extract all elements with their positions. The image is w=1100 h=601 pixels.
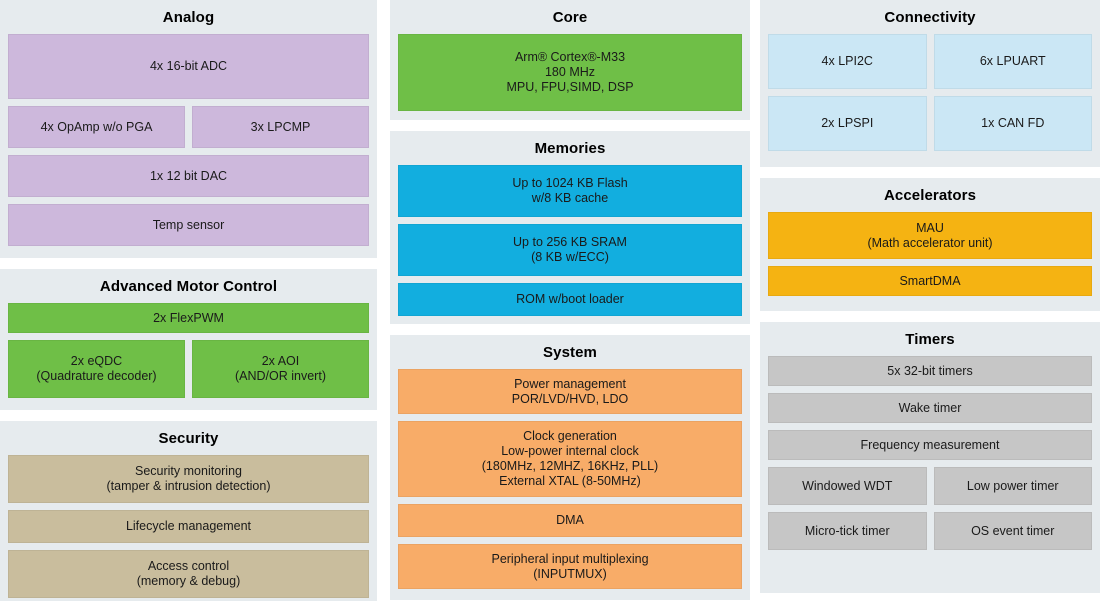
timers-row-1: Windowed WDT Low power timer	[768, 467, 1092, 505]
security-blocks: Security monitoring (tamper & intrusion …	[8, 455, 369, 598]
right-column: Connectivity 4x LPI2C 6x LPUART 2x LPSPI…	[760, 0, 1100, 593]
block-opamp[interactable]: 4x OpAmp w/o PGA	[8, 106, 185, 148]
group-analog: Analog 4x 16-bit ADC 4x OpAmp w/o PGA 3x…	[0, 0, 377, 258]
block-os-event-timer[interactable]: OS event timer	[933, 512, 1092, 550]
block-mau[interactable]: MAU (Math accelerator unit)	[768, 212, 1092, 259]
block-rom[interactable]: ROM w/boot loader	[398, 283, 742, 316]
group-title-timers: Timers	[905, 331, 955, 348]
block-eqdc[interactable]: 2x eQDC (Quadrature decoder)	[8, 340, 185, 398]
motor-row-eqdc-aoi: 2x eQDC (Quadrature decoder) 2x AOI (AND…	[8, 340, 369, 398]
block-power-management[interactable]: Power management POR/LVD/HVD, LDO	[398, 369, 742, 414]
block-cpu[interactable]: Arm® Cortex®-M33 180 MHz MPU, FPU,SIMD, …	[398, 34, 742, 111]
block-aoi[interactable]: 2x AOI (AND/OR invert)	[192, 340, 369, 398]
left-column: Analog 4x 16-bit ADC 4x OpAmp w/o PGA 3x…	[0, 0, 377, 601]
block-temp-sensor[interactable]: Temp sensor	[8, 204, 369, 246]
group-title-advanced-motor-control: Advanced Motor Control	[99, 278, 278, 295]
analog-row-opamp-lpcmp: 4x OpAmp w/o PGA 3x LPCMP	[8, 106, 369, 148]
connectivity-blocks: 4x LPI2C 6x LPUART 2x LPSPI 1x CAN FD	[768, 34, 1092, 159]
block-lpcmp[interactable]: 3x LPCMP	[192, 106, 369, 148]
accelerators-blocks: MAU (Math accelerator unit) SmartDMA	[768, 212, 1092, 303]
block-micro-tick-timer[interactable]: Micro-tick timer	[768, 512, 927, 550]
block-dac[interactable]: 1x 12 bit DAC	[8, 155, 369, 197]
group-accelerators: Accelerators MAU (Math accelerator unit)…	[760, 178, 1100, 311]
core-blocks: Arm® Cortex®-M33 180 MHz MPU, FPU,SIMD, …	[398, 34, 742, 112]
group-security: Security Security monitoring (tamper & i…	[0, 421, 377, 601]
timers-blocks: 5x 32-bit timers Wake timer Frequency me…	[768, 356, 1092, 585]
block-sram[interactable]: Up to 256 KB SRAM (8 KB w/ECC)	[398, 224, 742, 276]
block-inputmux[interactable]: Peripheral input multiplexing (INPUTMUX)	[398, 544, 742, 589]
group-advanced-motor-control: Advanced Motor Control 2x FlexPWM 2x eQD…	[0, 269, 377, 410]
group-timers: Timers 5x 32-bit timers Wake timer Frequ…	[760, 322, 1100, 593]
block-low-power-timer[interactable]: Low power timer	[933, 467, 1092, 505]
group-title-security: Security	[158, 430, 219, 447]
block-dma[interactable]: DMA	[398, 504, 742, 537]
group-memories: Memories Up to 1024 KB Flash w/8 KB cach…	[390, 131, 750, 324]
block-windowed-wdt[interactable]: Windowed WDT	[768, 467, 927, 505]
block-smartdma[interactable]: SmartDMA	[768, 266, 1092, 296]
block-lifecycle-management[interactable]: Lifecycle management	[8, 510, 369, 543]
group-title-core: Core	[552, 9, 588, 26]
motor-control-blocks: 2x FlexPWM 2x eQDC (Quadrature decoder) …	[8, 303, 369, 402]
connectivity-row-1: 4x LPI2C 6x LPUART	[768, 34, 1092, 89]
group-connectivity: Connectivity 4x LPI2C 6x LPUART 2x LPSPI…	[760, 0, 1100, 167]
block-wake-timer[interactable]: Wake timer	[768, 393, 1092, 423]
memories-blocks: Up to 1024 KB Flash w/8 KB cache Up to 2…	[398, 165, 742, 316]
block-lpspi[interactable]: 2x LPSPI	[768, 96, 927, 151]
group-title-memories: Memories	[534, 140, 606, 157]
block-can-fd[interactable]: 1x CAN FD	[933, 96, 1092, 151]
block-32bit-timers[interactable]: 5x 32-bit timers	[768, 356, 1092, 386]
analog-blocks: 4x 16-bit ADC 4x OpAmp w/o PGA 3x LPCMP …	[8, 34, 369, 250]
connectivity-row-2: 2x LPSPI 1x CAN FD	[768, 96, 1092, 151]
group-title-system: System	[543, 344, 597, 361]
block-clock-generation[interactable]: Clock generation Low-power internal cloc…	[398, 421, 742, 497]
block-frequency-measurement[interactable]: Frequency measurement	[768, 430, 1092, 460]
block-flash[interactable]: Up to 1024 KB Flash w/8 KB cache	[398, 165, 742, 217]
group-core: Core Arm® Cortex®-M33 180 MHz MPU, FPU,S…	[390, 0, 750, 120]
timers-row-2: Micro-tick timer OS event timer	[768, 512, 1092, 550]
block-lpi2c[interactable]: 4x LPI2C	[768, 34, 927, 89]
system-blocks: Power management POR/LVD/HVD, LDO Clock …	[398, 369, 742, 592]
block-security-monitoring[interactable]: Security monitoring (tamper & intrusion …	[8, 455, 369, 503]
block-lpuart[interactable]: 6x LPUART	[933, 34, 1092, 89]
group-system: System Power management POR/LVD/HVD, LDO…	[390, 335, 750, 600]
group-title-analog: Analog	[162, 9, 215, 26]
group-title-accelerators: Accelerators	[883, 187, 977, 204]
center-column: Core Arm® Cortex®-M33 180 MHz MPU, FPU,S…	[390, 0, 750, 600]
block-access-control[interactable]: Access control (memory & debug)	[8, 550, 369, 598]
block-flexpwm[interactable]: 2x FlexPWM	[8, 303, 369, 333]
group-title-connectivity: Connectivity	[884, 9, 976, 26]
block-adc[interactable]: 4x 16-bit ADC	[8, 34, 369, 99]
